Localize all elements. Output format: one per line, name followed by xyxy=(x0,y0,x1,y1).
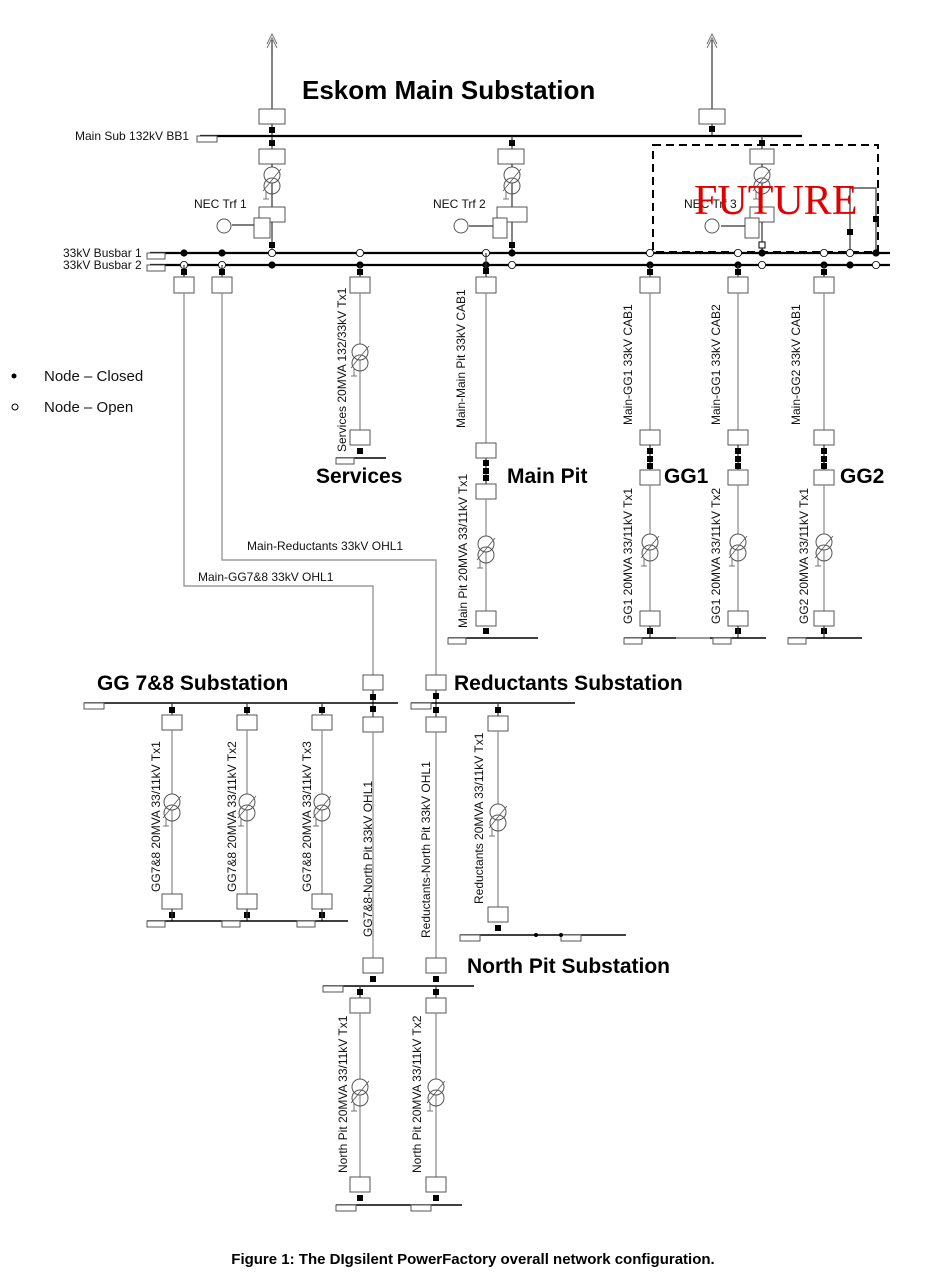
gg1-cab1-label: Main-GG1 33kV CAB1 xyxy=(621,304,635,425)
nec-trf-2: NEC Trf 2 xyxy=(433,136,528,253)
breaker-box xyxy=(161,893,183,910)
gg2-cab1-label: Main-GG2 33kV CAB1 xyxy=(789,304,803,425)
red-tx1-label: Reductants 20MVA 33/11kV Tx1 xyxy=(472,732,486,904)
gg78-substation: GG 7&8 Substation GG7&8 20MVA 33/11kV Tx… xyxy=(83,672,398,958)
open-node xyxy=(355,248,364,257)
closed-node-icon xyxy=(11,373,17,379)
closed-node xyxy=(268,261,276,269)
main-pit-feeder: Main-Main Pit 33kV CAB1 Main Pit 20MVA 3… xyxy=(447,253,588,645)
north-pit-substation: North Pit Substation North Pit 20MVA 33/… xyxy=(322,955,670,1212)
breaker-box xyxy=(236,893,258,910)
legend: Node – Closed Node – Open xyxy=(11,368,143,416)
legend-closed-label: Node – Closed xyxy=(44,368,143,385)
breaker-box xyxy=(236,714,258,731)
open-node xyxy=(734,248,743,257)
breaker-box xyxy=(813,469,835,486)
closed-node xyxy=(218,249,226,257)
busbar-label-132kv: Main Sub 132kV BB1 xyxy=(75,129,189,143)
busbar-1-label: 33kV Busbar 1 xyxy=(63,246,142,260)
future-boundary xyxy=(652,144,879,253)
red-np-ohl-label: Reductants-North Pit 33kV OHL1 xyxy=(419,761,433,938)
open-node-icon xyxy=(11,403,19,411)
closed-node xyxy=(758,249,766,257)
nec-trf-1: NEC Trf 1 xyxy=(194,148,286,253)
open-node xyxy=(820,248,829,257)
legend-open-label: Node – Open xyxy=(44,399,133,416)
main-pit-cab-label: Main-Main Pit 33kV CAB1 xyxy=(454,289,468,428)
ohl-feeders: Main-GG7&8 33kV OHL1 Main-Reductants 33k… xyxy=(173,265,437,675)
transformer-icon xyxy=(162,793,182,827)
gg78-tx3-label: GG7&8 20MVA 33/11kV Tx3 xyxy=(300,741,314,892)
figure-caption: Figure 1: The DIgsilent PowerFactory ove… xyxy=(231,1251,714,1268)
gg2-tx1-label: GG2 20MVA 33/11kV Tx1 xyxy=(797,488,811,624)
transformer-icon xyxy=(728,533,748,567)
np-tx1-label: North Pit 20MVA 33/11kV Tx1 xyxy=(336,1015,350,1173)
breaker-box xyxy=(639,610,661,627)
breaker-box xyxy=(727,429,749,446)
breaker-box xyxy=(311,714,333,731)
breaker-box xyxy=(639,429,661,446)
breaker-box xyxy=(727,276,749,294)
closed-node xyxy=(508,249,516,257)
main-pit-tx-label: Main Pit 20MVA 33/11kV Tx1 xyxy=(456,474,470,628)
gg1-tx2-label: GG1 20MVA 33/11kV Tx2 xyxy=(709,488,723,624)
open-node xyxy=(507,260,516,269)
breaker-box xyxy=(311,893,333,910)
transformer-icon xyxy=(814,533,834,567)
services-feeder: Services 20MVA 132/33kV Tx1 Services xyxy=(316,265,402,488)
breaker-box xyxy=(639,469,661,486)
transformer-icon xyxy=(237,793,257,827)
main-pit-title: Main Pit xyxy=(507,465,588,488)
gg-feeders: Main-GG1 33kV CAB1 Main-GG1 33kV CAB2 Ma… xyxy=(621,265,884,645)
closed-node xyxy=(872,249,880,257)
services-tx-label: Services 20MVA 132/33kV Tx1 xyxy=(335,287,349,452)
gg78-tx1-label: GG7&8 20MVA 33/11kV Tx1 xyxy=(149,741,163,892)
nec-trf-3-label: NEC Trf 3 xyxy=(684,197,737,211)
open-node xyxy=(267,248,276,257)
external-grid-icon xyxy=(706,32,718,49)
gg2-title: GG2 xyxy=(840,465,884,488)
breaker-box xyxy=(639,276,661,294)
breaker-box xyxy=(727,469,749,486)
open-node xyxy=(872,260,881,269)
external-grid-icon xyxy=(266,32,278,49)
eskom-main-substation: Main Sub 132kV BB1 NEC Trf 1 xyxy=(63,32,890,272)
breaker-box xyxy=(813,276,835,294)
gg1-tx1-label: GG1 20MVA 33/11kV Tx1 xyxy=(621,488,635,624)
nec-trf-3: NEC Trf 3 xyxy=(684,136,879,253)
gg1-title: GG1 xyxy=(664,465,709,488)
breaker-box xyxy=(813,610,835,627)
reductants-title: Reductants Substation xyxy=(454,672,683,695)
busbar-2-label: 33kV Busbar 2 xyxy=(63,258,142,272)
open-node xyxy=(846,248,855,257)
north-pit-title: North Pit Substation xyxy=(467,955,670,978)
open-node xyxy=(646,248,655,257)
nec-trf-1-label: NEC Trf 1 xyxy=(194,197,247,211)
closed-node xyxy=(180,249,188,257)
breaker-box xyxy=(813,429,835,446)
transformer-icon xyxy=(640,533,660,567)
transformer-icon xyxy=(312,793,332,827)
np-tx2-label: North Pit 20MVA 33/11kV Tx2 xyxy=(410,1015,424,1173)
open-node xyxy=(758,260,767,269)
breaker-box xyxy=(161,714,183,731)
closed-node xyxy=(846,261,854,269)
reductants-substation: Reductants Substation Reductants-North P… xyxy=(410,672,683,958)
reductants-ohl-label: Main-Reductants 33kV OHL1 xyxy=(247,539,403,553)
gg78-np-ohl-label: GG7&8-North Pit 33kV OHL1 xyxy=(361,781,375,937)
gg78-title: GG 7&8 Substation xyxy=(97,672,288,695)
gg78-tx2-label: GG7&8 20MVA 33/11kV Tx2 xyxy=(225,741,239,892)
future-label: FUTURE xyxy=(694,178,857,224)
breaker-box xyxy=(727,610,749,627)
nec-trf-2-label: NEC Trf 2 xyxy=(433,197,486,211)
gg1-cab2-label: Main-GG1 33kV CAB2 xyxy=(709,304,723,425)
eskom-title: Eskom Main Substation xyxy=(302,75,595,105)
gg78-ohl-label: Main-GG7&8 33kV OHL1 xyxy=(198,570,334,584)
services-title: Services xyxy=(316,465,402,488)
